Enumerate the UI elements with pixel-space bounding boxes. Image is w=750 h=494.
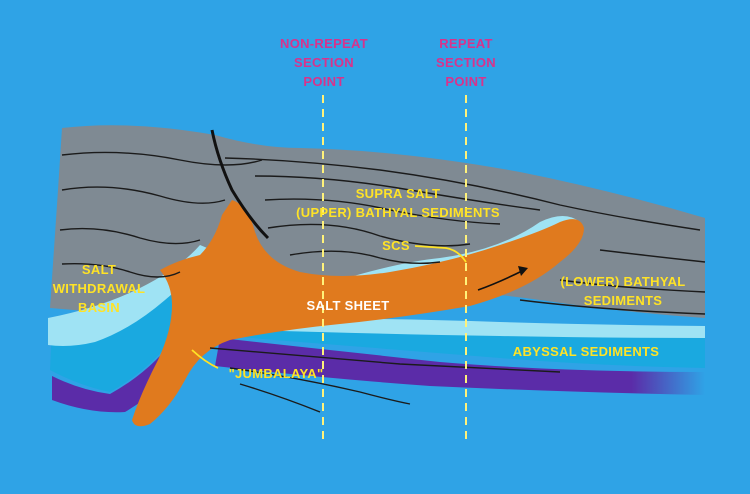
- lower-bathyal-label: (LOWER) BATHYAL SEDIMENTS: [560, 274, 686, 308]
- jumbalaya-label: "JUMBALAYA": [228, 366, 324, 381]
- abyssal-sediments-label: ABYSSAL SEDIMENTS: [512, 344, 660, 359]
- repeat-section-point-label: REPEAT SECTION POINT: [436, 36, 496, 89]
- jumbalaya-leader-line: [191, 349, 219, 369]
- salt-sheet-body: [132, 200, 584, 427]
- fault-line: [210, 129, 270, 240]
- light-cyan-lower-band: [250, 318, 705, 338]
- blue-layer-right: [230, 330, 705, 368]
- salt-flow-arrowhead-icon: [518, 266, 528, 276]
- non-repeat-section-point-label: NON-REPEAT SECTION POINT: [280, 36, 368, 89]
- salt-withdrawal-basin-label: SALT WITHDRAWAL BASIN: [52, 262, 146, 315]
- scs-label: SCS: [382, 238, 410, 253]
- sediment-contour-lines: [59, 151, 706, 413]
- salt-sheet-label: SALT SHEET: [306, 298, 390, 313]
- supra-salt-label: SUPRA SALT (UPPER) BATHYAL SEDIMENTS: [296, 186, 500, 220]
- scs-leader-line: [414, 245, 467, 263]
